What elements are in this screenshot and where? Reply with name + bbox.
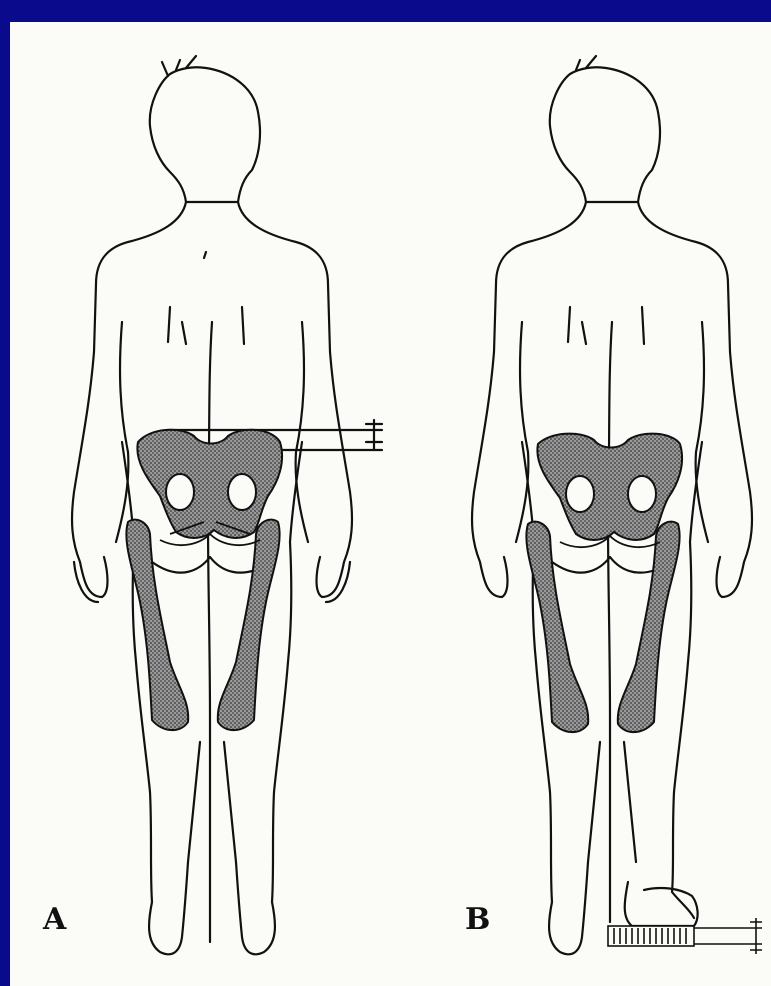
panel-label-b: B bbox=[465, 902, 490, 937]
leg-length-measure-lines bbox=[694, 918, 762, 954]
figure-panel: A B bbox=[10, 22, 771, 986]
panel-label-a: A bbox=[43, 902, 66, 937]
figure-a-skeleton bbox=[126, 430, 282, 730]
figure-b-skeleton bbox=[526, 434, 682, 732]
posture-diagram bbox=[10, 22, 771, 986]
heel-lift-block bbox=[608, 926, 694, 946]
